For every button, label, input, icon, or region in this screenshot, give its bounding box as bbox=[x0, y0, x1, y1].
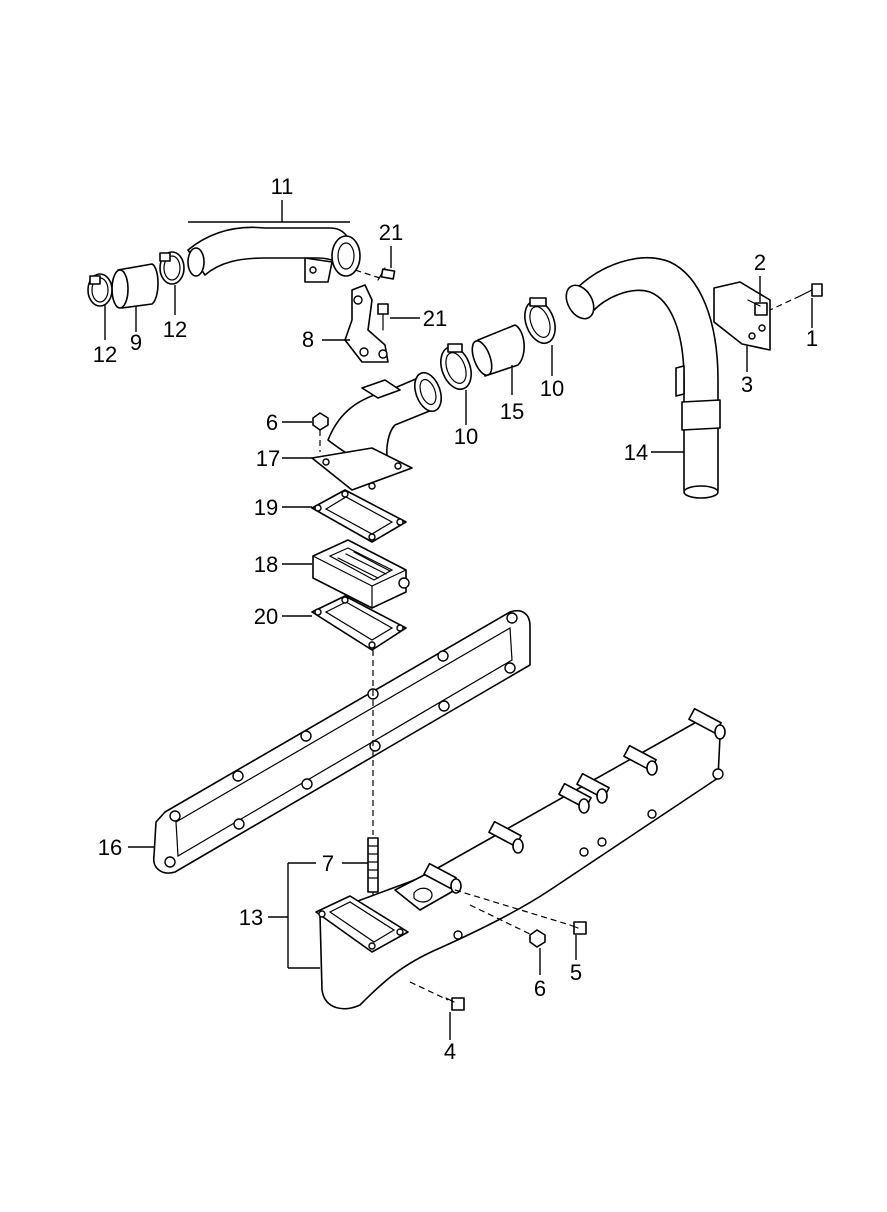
callout-labels: 11 21 21 12 9 12 8 2 1 3 10 15 10 6 17 1… bbox=[93, 174, 818, 1064]
callout-21-upper: 21 bbox=[379, 220, 403, 245]
callout-13: 13 bbox=[239, 905, 263, 930]
nut-6-lower[interactable] bbox=[529, 929, 546, 948]
cooler-18[interactable] bbox=[312, 539, 410, 609]
callout-6-lower: 6 bbox=[534, 976, 546, 1001]
callout-1: 1 bbox=[806, 326, 818, 351]
clamp-12-left[interactable] bbox=[87, 273, 113, 307]
leader-lines bbox=[104, 200, 813, 1040]
callout-14: 14 bbox=[624, 440, 648, 465]
callout-10-right: 10 bbox=[540, 376, 564, 401]
callout-8: 8 bbox=[302, 327, 314, 352]
manifold-13[interactable] bbox=[315, 707, 726, 1010]
callout-11: 11 bbox=[271, 174, 294, 199]
callout-18: 18 bbox=[254, 552, 278, 577]
callout-9: 9 bbox=[130, 330, 142, 355]
bolt-2[interactable] bbox=[747, 299, 768, 316]
callout-4: 4 bbox=[444, 1039, 456, 1064]
manifold-ports bbox=[423, 707, 726, 940]
callout-10-left: 10 bbox=[454, 424, 478, 449]
gasket-16[interactable] bbox=[152, 610, 531, 874]
callout-21-lower: 21 bbox=[423, 306, 447, 331]
callout-16: 16 bbox=[98, 835, 122, 860]
elbow-17[interactable] bbox=[311, 369, 446, 491]
callout-19: 19 bbox=[254, 495, 278, 520]
bolt-4[interactable] bbox=[409, 981, 465, 1011]
bolt-5[interactable] bbox=[454, 889, 587, 935]
hose-15[interactable] bbox=[468, 324, 525, 378]
bolt-21-lower[interactable] bbox=[377, 303, 389, 331]
callout-15: 15 bbox=[500, 399, 524, 424]
stud-7[interactable] bbox=[367, 837, 379, 893]
callout-2: 2 bbox=[754, 250, 766, 275]
clamp-12-right[interactable] bbox=[159, 251, 185, 285]
callout-20: 20 bbox=[254, 604, 278, 629]
clamp-10-right[interactable] bbox=[519, 297, 560, 348]
callout-5: 5 bbox=[570, 960, 582, 985]
bracket-8[interactable] bbox=[344, 284, 389, 363]
dash-to-nut-6 bbox=[469, 904, 533, 936]
pipe-11[interactable] bbox=[187, 226, 361, 283]
callout-17: 17 bbox=[256, 446, 280, 471]
bolt-21-upper[interactable] bbox=[354, 267, 396, 281]
callout-12-right: 12 bbox=[163, 317, 187, 342]
nut-6-upper[interactable] bbox=[312, 412, 329, 452]
bracket-3[interactable] bbox=[713, 281, 771, 351]
pipe-14[interactable] bbox=[561, 257, 721, 499]
bolt-1[interactable] bbox=[769, 283, 823, 311]
gasket-19[interactable] bbox=[311, 489, 407, 543]
hose-9[interactable] bbox=[111, 263, 159, 309]
callout-12-left: 12 bbox=[93, 342, 117, 367]
callout-7: 7 bbox=[322, 851, 334, 876]
callout-3: 3 bbox=[741, 372, 753, 397]
clamp-10-left[interactable] bbox=[435, 343, 476, 394]
gasket-20[interactable] bbox=[311, 595, 407, 651]
callout-6-upper: 6 bbox=[266, 410, 278, 435]
